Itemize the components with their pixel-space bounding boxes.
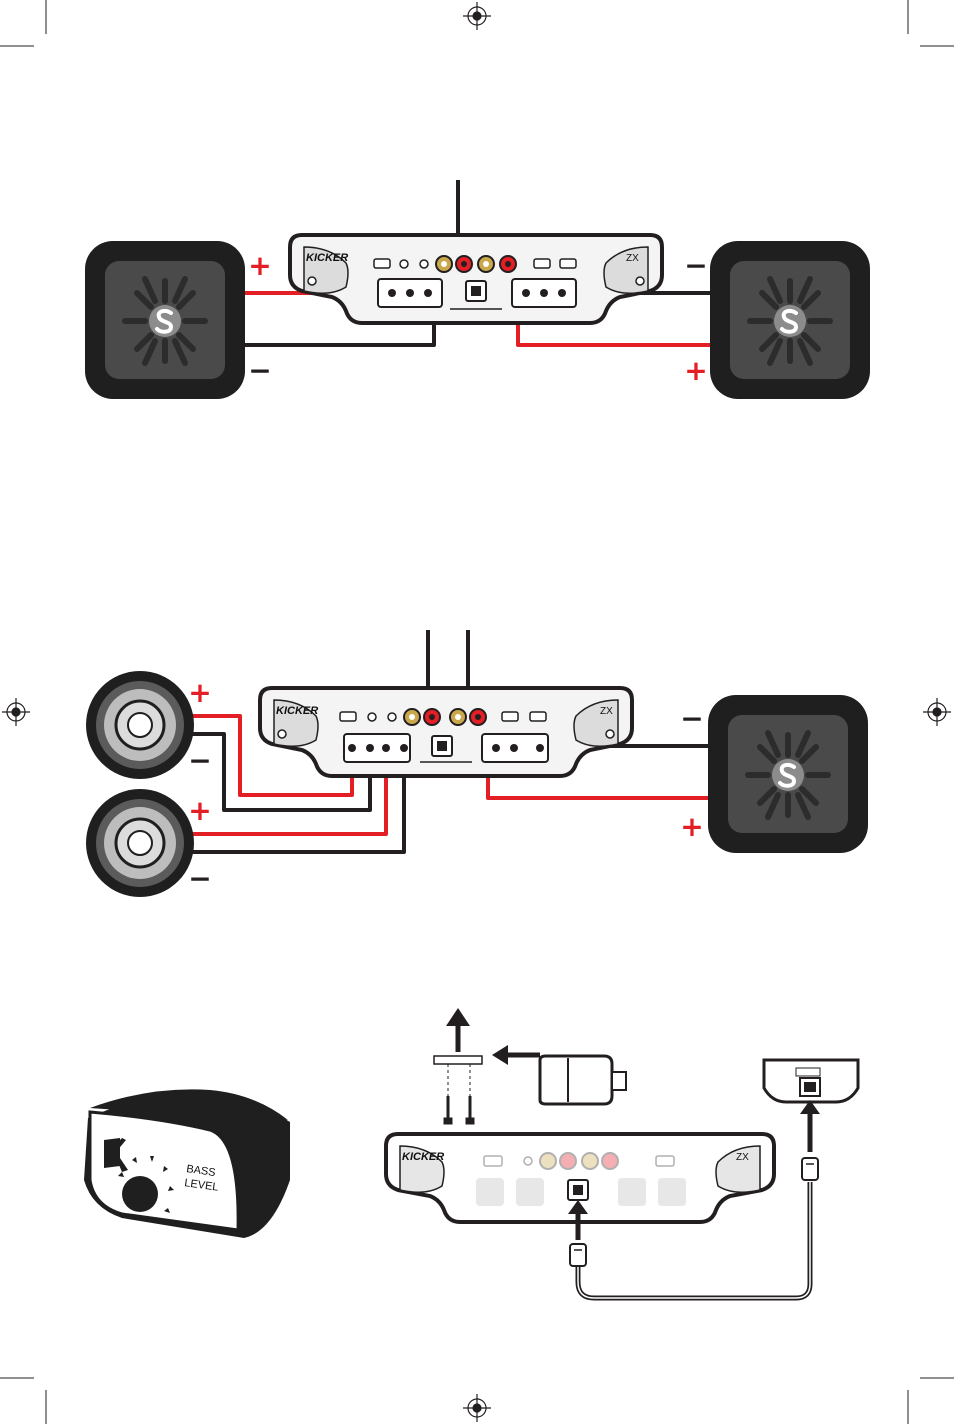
mounting-bracket — [434, 1056, 482, 1064]
diagram-bass-remote-installation: BASS LEVEL — [84, 1008, 858, 1298]
bass-boost-switch[interactable] — [530, 712, 546, 721]
polarity-plus-left: + — [248, 249, 271, 282]
speaker-terminal-right[interactable] — [512, 279, 576, 307]
crossover-switch[interactable] — [340, 712, 356, 721]
freq-knob[interactable] — [420, 260, 428, 268]
registration-mark-top — [463, 2, 491, 30]
gain-knob[interactable] — [400, 260, 408, 268]
polarity-plus-sub: + — [680, 810, 703, 843]
square-subwoofer-right — [708, 695, 868, 853]
freq-knob[interactable] — [388, 713, 396, 721]
amplifier-1: KICKER ZX — [290, 235, 662, 323]
crossover-switch[interactable] — [374, 259, 390, 268]
gain-knob[interactable] — [368, 713, 376, 721]
amp-model: ZX — [626, 253, 639, 264]
diagram-speaker-and-subwoofer: KICKER ZX + − — [86, 630, 868, 897]
registration-mark-left — [2, 698, 30, 726]
amp-model: ZX — [736, 1152, 749, 1163]
square-subwoofer-right — [710, 241, 870, 399]
amp-brand: KICKER — [276, 705, 318, 717]
registration-mark-bottom — [463, 1394, 491, 1422]
round-speaker-bottom — [86, 789, 194, 897]
amplifier-2: KICKER ZX — [260, 688, 632, 776]
polarity-minus-bottom: − — [188, 862, 211, 895]
amp-model: ZX — [600, 706, 613, 717]
polarity-minus-top: − — [188, 744, 211, 777]
amp-brand: KICKER — [306, 252, 348, 264]
polarity-minus-right: − — [684, 249, 707, 282]
remote-module — [540, 1056, 626, 1104]
round-speaker-top — [86, 671, 194, 779]
bass-level-remote[interactable]: BASS LEVEL — [84, 1089, 290, 1238]
polarity-plus-bottom: + — [188, 794, 211, 827]
square-subwoofer-left — [85, 241, 245, 399]
phase-switch[interactable] — [502, 712, 518, 721]
diagram-stereo-subwoofer: KICKER ZX + — [85, 180, 870, 399]
mounting-screws — [444, 1064, 474, 1124]
polarity-plus-right: + — [684, 354, 707, 387]
amp-brand: KICKER — [402, 1151, 444, 1163]
speaker-terminal-left[interactable] — [378, 279, 442, 307]
speaker-terminal-left[interactable] — [344, 734, 410, 762]
phase-switch[interactable] — [534, 259, 550, 268]
bass-level-knob[interactable] — [122, 1176, 158, 1212]
registration-mark-right — [923, 698, 951, 726]
remote-jack-panel[interactable] — [764, 1060, 858, 1102]
bass-boost-switch[interactable] — [560, 259, 576, 268]
polarity-plus-top: + — [188, 676, 211, 709]
speaker-terminal-right[interactable] — [482, 734, 548, 762]
polarity-minus-left: − — [248, 354, 271, 387]
polarity-minus-sub: − — [680, 702, 703, 735]
